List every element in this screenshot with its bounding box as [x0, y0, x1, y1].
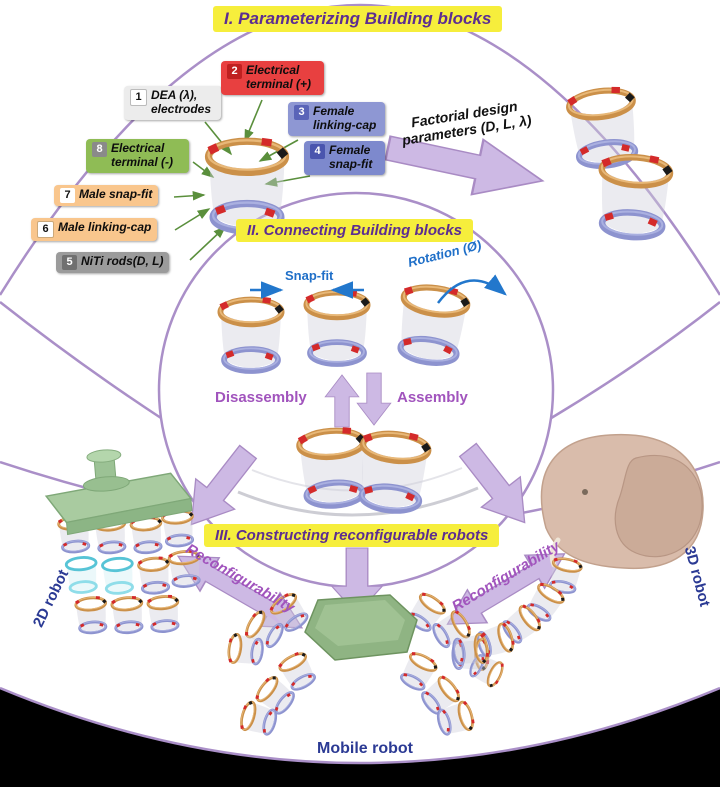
part-label-text: Male snap-fit [79, 187, 153, 201]
top-left-inner-curve [0, 301, 165, 422]
section3-title: III. Constructing reconfigurable robots [204, 524, 500, 547]
disassembly-label: Disassembly [215, 389, 307, 406]
mobile-robot-label: Mobile robot [317, 740, 413, 757]
robot-2d-knob-base [82, 476, 130, 492]
part-number-badge: 4 [310, 144, 325, 159]
robot-2d-module [136, 554, 174, 596]
part-label-1: 1 DEA (λ), electrodes [124, 86, 221, 120]
building-block-right-lower [596, 152, 673, 240]
elephant-ear [614, 454, 703, 558]
mobile-body-top [315, 600, 405, 646]
part-number-badge: 7 [60, 188, 75, 203]
part-label-text: DEA (λ), electrodes [151, 88, 212, 116]
robot-2d-module [73, 593, 111, 636]
pointer-line-7 [173, 190, 206, 201]
part-number-badge: 6 [37, 221, 54, 238]
part-label-text: Electrical terminal (+) [246, 63, 312, 91]
arrow-to-3d-robot [458, 442, 526, 524]
section2-title: II. Connecting Building blocks [236, 219, 474, 242]
part-label-text: Electrical terminal (-) [111, 141, 174, 169]
assembly-arrow [356, 372, 392, 426]
part-number-badge: 5 [62, 255, 77, 270]
part-label-5: 5 NiTi rods(D, L) [56, 252, 170, 273]
robot-2d-graphic [44, 449, 205, 636]
part-label-text: Male linking-cap [58, 220, 152, 234]
part-number-badge: 1 [130, 89, 147, 106]
part-label-text: NiTi rods(D, L) [81, 254, 164, 268]
mobile-robot-graphic [224, 587, 492, 740]
part-label-6: 6 Male linking-cap [31, 218, 158, 241]
arrow-to-2d-robot [190, 444, 258, 526]
rotation-arrow [437, 274, 507, 304]
part-number-badge: 2 [227, 64, 242, 79]
robot-2d-knob-cap [86, 449, 122, 463]
bottom-outer-curve [0, 686, 720, 765]
section1-title: I. Parameterizing Building blocks [213, 6, 503, 32]
pointer-line-8 [192, 161, 215, 178]
elephant-eye [582, 489, 588, 495]
pointer-line-1 [204, 121, 233, 156]
pointer-line-2 [244, 99, 263, 143]
part-label-2: 2 Electrical terminal (+) [221, 61, 324, 95]
bottom-black-region [0, 688, 720, 787]
part-number-badge: 8 [92, 142, 107, 157]
pointer-line-5 [189, 225, 227, 261]
part-label-3: 3 Female linking-cap [288, 102, 385, 136]
part-label-text: Female linking-cap [313, 104, 377, 132]
robot-3d-graphic [450, 433, 704, 691]
part-label-7: 7 Male snap-fit [54, 185, 159, 206]
top-right-inner-curve [547, 301, 720, 422]
part-label-text: Female snap-fit [329, 143, 373, 171]
robot-2d-slab-front [65, 497, 193, 536]
reconfigurability-arrow-right [446, 553, 566, 625]
part-label-4: 4 Female snap-fit [304, 141, 385, 175]
part-label-8: 8 Electrical terminal (-) [86, 139, 189, 173]
surface-arc-front [237, 486, 479, 517]
robot-2d-module-cyan [100, 555, 137, 597]
robot-2d-module [145, 592, 183, 635]
factorial-design-arrow [384, 135, 545, 196]
part-number-badge: 3 [294, 105, 309, 120]
pointer-line-6 [174, 208, 211, 231]
assembly-label: Assembly [397, 389, 468, 406]
snap-fit-label: Snap-fit [285, 268, 334, 283]
robot-2d-module [109, 593, 147, 636]
disassembly-arrow [324, 374, 360, 428]
